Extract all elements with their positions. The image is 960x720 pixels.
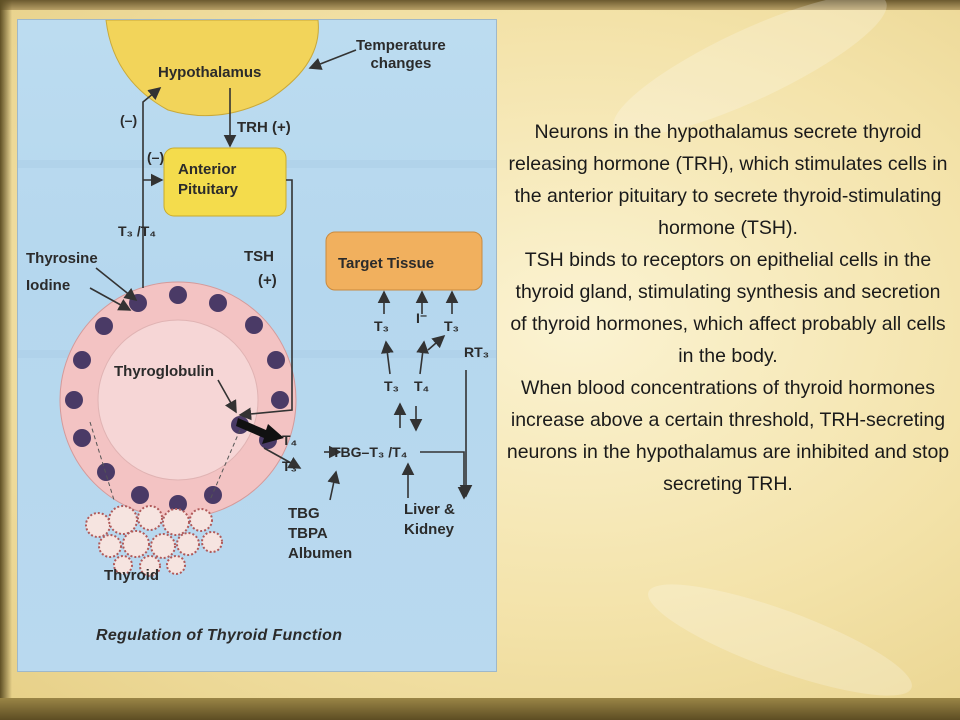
diagram-graphics [18, 20, 496, 577]
inhibition-top-label: (–) [120, 112, 138, 128]
anterior-pituitary-label: Anterior Pituitary [178, 160, 238, 200]
background-frame-bottom [0, 698, 960, 720]
trh-label: TRH (+) [237, 119, 291, 136]
t4-to-tissue-arrow [416, 340, 429, 375]
temperature-arrow [308, 49, 357, 70]
target-tissue-box [325, 231, 483, 291]
thyroid-regulation-diagram: Hypothalamus Temperature changes (–) TRH… [18, 20, 496, 671]
thyrosine-arrow [95, 267, 138, 301]
target-tissue-label: Target Tissue [338, 255, 435, 272]
anterior-pituitary-line1: Anterior [178, 161, 237, 178]
tbpa-label: TBPA [288, 525, 328, 542]
inhibition-mid-label: (–) [147, 149, 165, 165]
diagram-title: Regulation of Thyroid Function [96, 627, 343, 644]
binding-proteins-arrow [327, 470, 340, 501]
feedback-hypothalamus-arrow [142, 86, 162, 288]
tbg-complex-label: TBG–T₃ /T₄ [332, 444, 408, 460]
follicle-lumen [97, 319, 259, 481]
tsh-plus-label: (+) [258, 272, 277, 289]
t4-blood-label: T₄ [414, 378, 430, 394]
iodine-arrow [89, 287, 132, 311]
background-frame-top [0, 0, 960, 10]
tsh-arrow [238, 179, 293, 421]
thyroglobulin-arrow [217, 379, 237, 414]
t3-release-arrow [263, 447, 302, 469]
tbg-label: TBG [288, 505, 320, 522]
hypothalamus-label: Hypothalamus [158, 64, 262, 81]
t4-to-t3-arrow [427, 334, 446, 351]
thyrosine-label: Thyrosine [26, 250, 98, 267]
iodine-label: Iodine [26, 277, 71, 294]
complex-to-liver-arrow [420, 451, 471, 500]
t3-to-tissue-arrow [381, 340, 394, 375]
anterior-pituitary-line2: Pituitary [178, 181, 239, 198]
background-frame-left [0, 0, 12, 720]
iodide-label: I⁻ [416, 310, 428, 326]
t3-blood-label: T₃ [384, 378, 400, 394]
albumen-label: Albumen [288, 545, 353, 562]
explanation-text: Neurons in the hypothalamus secrete thyr… [506, 116, 950, 500]
thyroglobulin-label: Thyroglobulin [114, 363, 214, 380]
zoom-line [209, 429, 241, 501]
explanation-paragraph-2: TSH binds to receptors on epithelial cel… [510, 249, 946, 367]
temperature-label: Temperature changes [356, 37, 446, 73]
rt3-label: RT₃ [464, 344, 490, 360]
t3-tissue-label-2: T₃ [444, 318, 460, 334]
t3-t4-feedback-label: T₃ /T₄ [118, 223, 157, 239]
t3-tissue-label: T₃ [374, 318, 390, 334]
background-leaf [638, 563, 922, 717]
thyroid-gland-tissue [85, 505, 223, 577]
anterior-pituitary-box [163, 147, 287, 217]
temperature-label-line1: Temperature [356, 37, 446, 54]
binding-proteins-label: TBG TBPA Albumen [288, 504, 352, 564]
t4-secretion-label: T₄ [282, 432, 298, 448]
kidney-label: Kidney [404, 521, 455, 538]
tsh-label: TSH [244, 248, 274, 265]
liver-label: Liver & [404, 501, 455, 518]
t3-secretion-label: T₃ [282, 458, 298, 474]
explanation-paragraph-1: Neurons in the hypothalamus secrete thyr… [508, 121, 948, 239]
temperature-label-line2: changes [370, 55, 432, 72]
thyroid-label: Thyroid [104, 567, 159, 584]
explanation-paragraph-3: When blood concentrations of thyroid hor… [506, 377, 950, 495]
liver-kidney-label: Liver & Kidney [404, 500, 455, 540]
secretion-arrow [236, 418, 284, 444]
